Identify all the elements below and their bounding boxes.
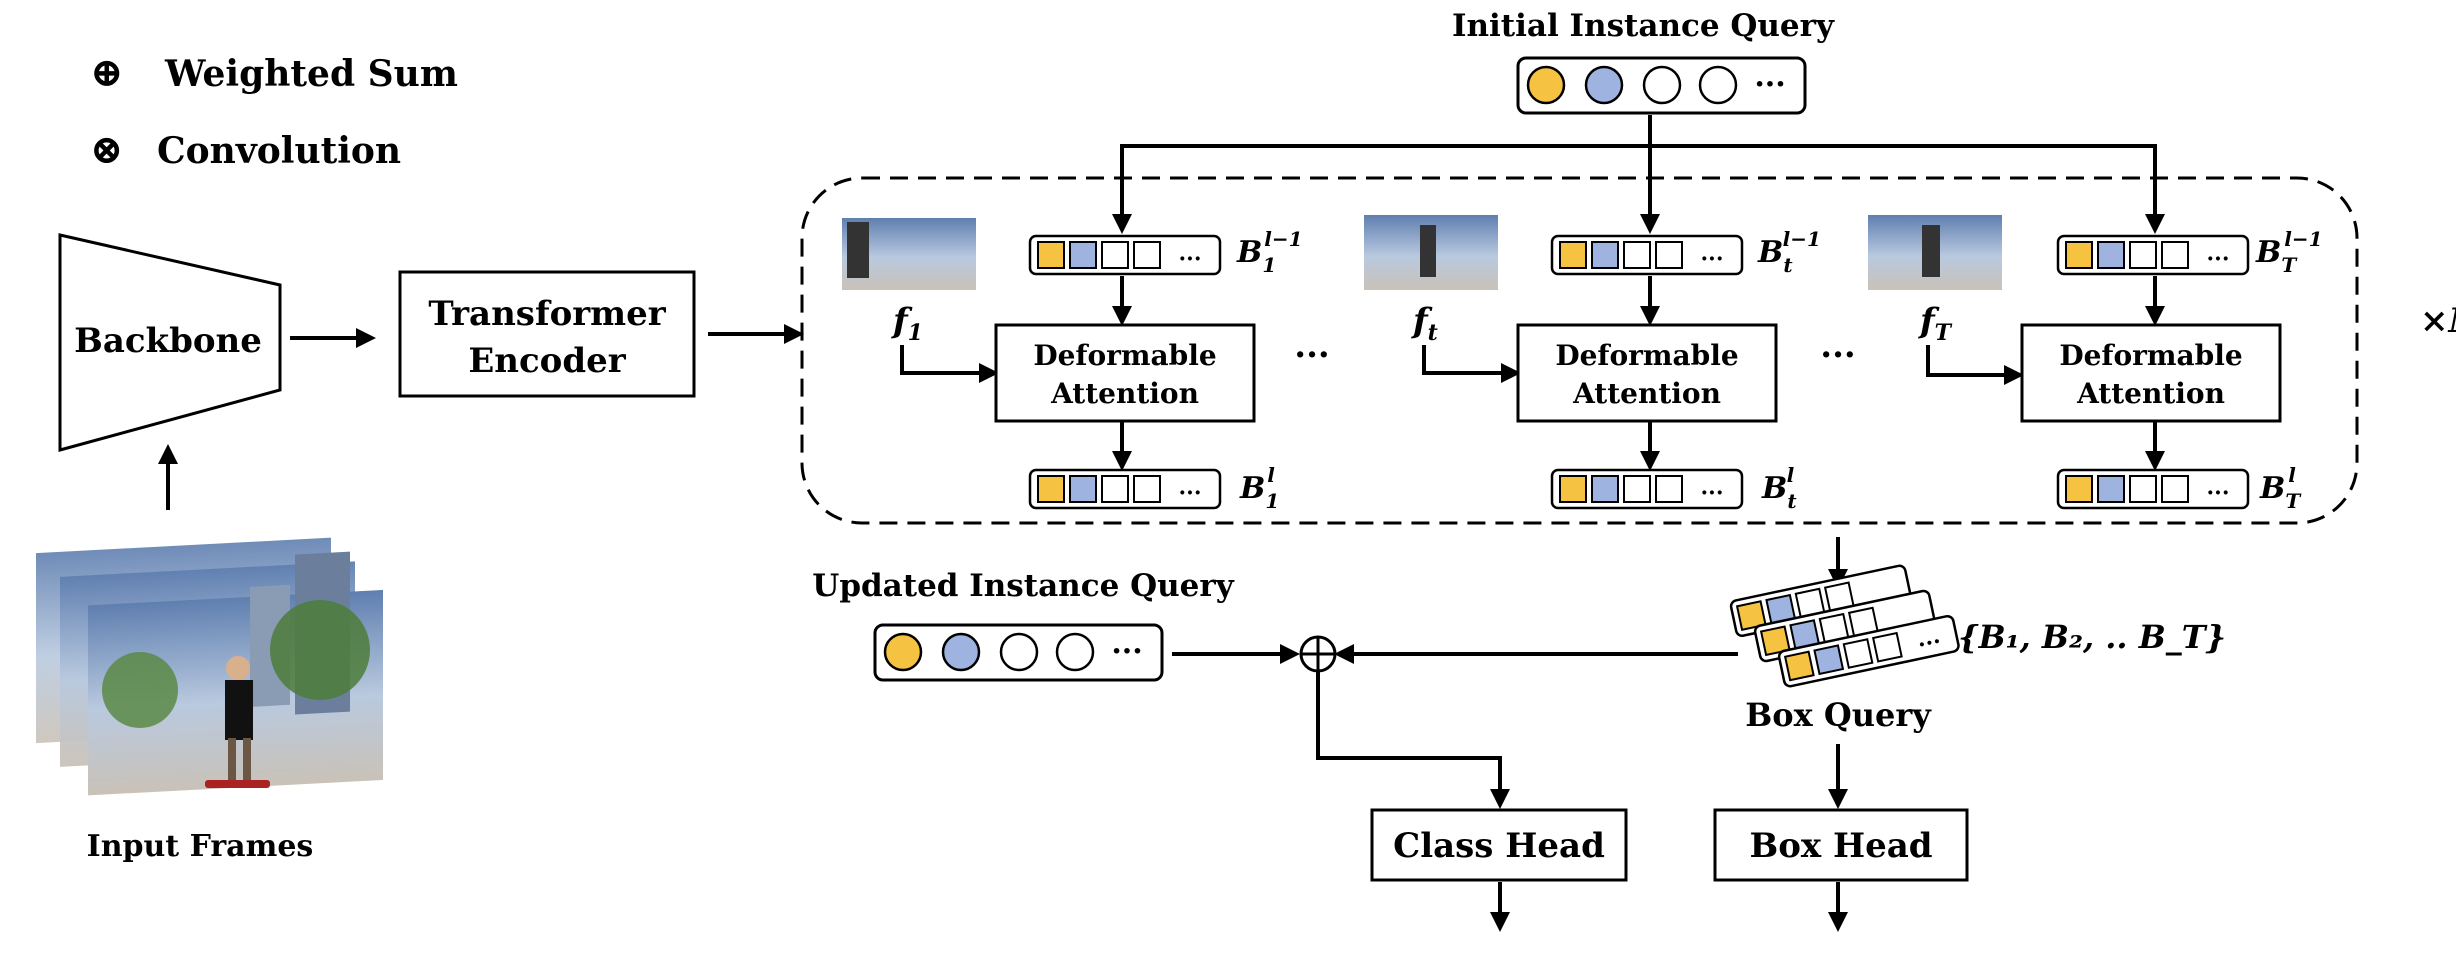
svg-text:Attention: Attention [1572, 377, 1721, 410]
legend-convolution: Convolution [157, 130, 401, 172]
svg-text:Attention: Attention [2076, 377, 2225, 410]
updated-query-label: Updated Instance Query [812, 568, 1234, 604]
initial-query-label: Initial Instance Query [1452, 8, 1835, 44]
weighted-sum-node [1299, 635, 1337, 673]
bT-in-label: BTl−1 [2255, 227, 2323, 277]
svg-text:···: ··· [1179, 246, 1202, 272]
input-frames-label: Input Frames [87, 829, 314, 864]
legend: ⊕ Weighted Sum ⊗ Convolution [90, 49, 458, 173]
svg-text:···: ··· [2207, 246, 2230, 272]
bT-out-label: BTl [2259, 463, 2302, 513]
b1-in-label: B1l−1 [1236, 227, 1303, 277]
backbone: Backbone [58, 233, 282, 452]
input-frames: Input Frames [36, 537, 383, 864]
svg-text:Deformable: Deformable [2059, 339, 2242, 372]
deformable-attention-T [2020, 323, 2282, 423]
decoder-stage-T: ··· BTl−1 fT Deformable Attention ··· BT… [1868, 215, 2323, 513]
svg-text:···: ··· [1916, 628, 1944, 658]
svg-text:···: ··· [1111, 634, 1142, 669]
transformer-encoder: Transformer Encoder [398, 270, 696, 398]
fT-label: fT [1918, 301, 1953, 346]
deformable-attention-t [1516, 323, 1778, 423]
encoder-line1: Transformer [428, 294, 666, 334]
class-head-label: Class Head [1393, 826, 1605, 866]
bt-in-label: Btl−1 [1757, 227, 1821, 277]
sum-to-class-head-arrow [1316, 672, 1510, 809]
svg-text:···: ··· [2207, 480, 2230, 506]
svg-text:···: ··· [1179, 480, 1202, 506]
svg-text:Deformable: Deformable [1555, 339, 1738, 372]
weighted-sum-icon: ⊕ [90, 49, 124, 96]
decoder-region [800, 176, 2359, 525]
repeat-label: ×Nd [2420, 301, 2456, 348]
class-head: Class Head [1370, 808, 1628, 882]
query-distribution-lines [1112, 115, 2165, 234]
initial-query: ··· [1516, 56, 1807, 115]
stage-ellipsis-2: ··· [1820, 335, 1856, 375]
svg-text:Deformable: Deformable [1033, 339, 1216, 372]
box-head-label: Box Head [1749, 826, 1932, 866]
box-head: Box Head [1713, 808, 1969, 882]
svg-text:Attention: Attention [1050, 377, 1199, 410]
decoder-stage-1: ··· B1l−1 f1 Deformable Attention ··· B1… [842, 218, 1303, 513]
b1-out-label: B1l [1239, 463, 1279, 513]
f1-label: f1 [891, 301, 923, 346]
svg-text:···: ··· [1701, 246, 1724, 272]
box-set-label: {B₁, B₂, .. B_T} [1958, 618, 2226, 656]
ft-label: ft [1411, 301, 1438, 346]
bt-out-label: Btl [1761, 463, 1797, 513]
stage-ellipsis-1: ··· [1294, 335, 1330, 375]
box-query-stack: ··· {B₁, B₂, .. B_T} Box Query [1729, 564, 2226, 734]
encoder-line2: Encoder [468, 341, 626, 381]
convolution-icon: ⊗ [90, 126, 124, 173]
box-query-label: Box Query [1745, 696, 1932, 734]
legend-weighted-sum: Weighted Sum [164, 53, 458, 95]
initial-query-ellipsis: ··· [1754, 67, 1785, 102]
backbone-label: Backbone [74, 321, 262, 361]
svg-text:···: ··· [1701, 480, 1724, 506]
decoder-stage-t: ··· Btl−1 ft Deformable Attention ··· Bt… [1364, 215, 1821, 513]
updated-query: ··· [873, 623, 1164, 682]
deformable-attention-1 [994, 323, 1256, 423]
